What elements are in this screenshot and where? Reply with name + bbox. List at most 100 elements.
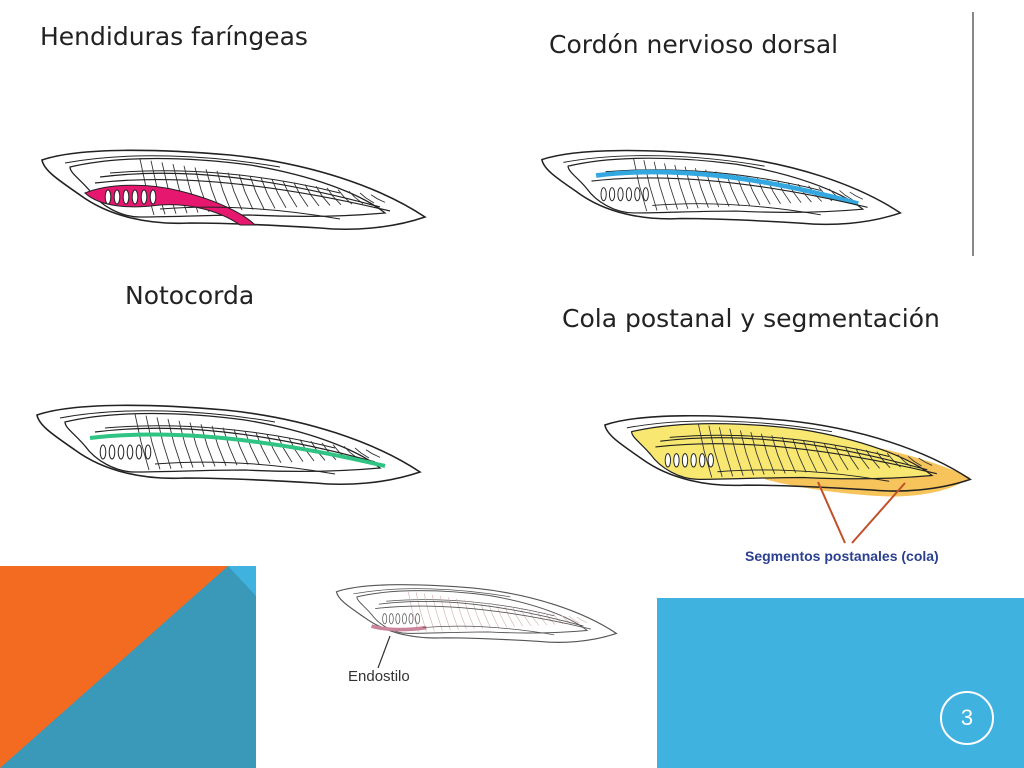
- myomere-segment: [365, 449, 381, 458]
- gill-slit: [140, 189, 148, 205]
- myomere-segment: [145, 415, 161, 470]
- myomere-segment: [233, 429, 249, 465]
- gill-slit: [402, 613, 407, 625]
- myomere-segment: [415, 592, 427, 632]
- myomere-segment: [544, 611, 556, 625]
- gill-slit: [395, 613, 401, 625]
- myomere-segment: [876, 451, 891, 469]
- myomere-segment: [907, 456, 922, 467]
- gill-slit: [617, 187, 624, 202]
- myomere-segment: [244, 430, 260, 465]
- gill-slit: [99, 444, 107, 460]
- deco-blue-light-sliver: [228, 566, 256, 596]
- myomere-segment: [865, 449, 880, 469]
- myomere-segment: [423, 593, 435, 632]
- myomere-segment: [359, 192, 375, 204]
- myomere-segment: [407, 590, 419, 633]
- gill-slit: [131, 189, 139, 205]
- myomere-segment: [568, 615, 580, 624]
- gill-slit: [382, 613, 388, 625]
- gill-slit: [117, 444, 125, 460]
- myomere-segment: [496, 604, 508, 628]
- myomere-segment: [536, 610, 548, 626]
- dorsal-ray-line: [669, 434, 890, 457]
- myomere-segment: [760, 433, 776, 475]
- myomere-segment: [370, 194, 386, 203]
- gill-slit: [113, 189, 121, 205]
- myomere-segment: [633, 158, 648, 212]
- figure-pharyngeal-slits: [41, 149, 427, 231]
- myomere-segment: [266, 434, 282, 464]
- myomere-segment: [455, 598, 467, 630]
- myomere-segment: [855, 448, 870, 470]
- myomere-segment: [813, 441, 828, 472]
- myomere-segment: [849, 191, 864, 200]
- myomere-segment: [354, 447, 370, 459]
- myomere-segment: [321, 442, 337, 461]
- gut-line: [154, 461, 336, 475]
- gill-slit: [408, 613, 414, 625]
- myomere-segment: [216, 170, 232, 211]
- myomere-segment: [718, 427, 734, 477]
- gill-slit: [600, 187, 607, 202]
- gill-slit: [642, 187, 649, 202]
- myomere-segment: [315, 185, 331, 206]
- nerve-cord: [378, 601, 584, 627]
- dorsal-fin-line: [59, 410, 276, 423]
- page-number-badge: 3: [940, 691, 994, 745]
- gill-slit: [707, 453, 714, 468]
- gill-slit: [690, 453, 697, 468]
- myomere-segment: [472, 600, 483, 629]
- myomere-segment: [431, 594, 443, 631]
- endostyle-highlight: [371, 624, 427, 632]
- dorsal-ray-line: [605, 169, 821, 191]
- myomere-segment: [260, 177, 276, 209]
- myomere-segment: [729, 428, 744, 476]
- gill-slit: [664, 453, 672, 468]
- myomere-segment: [156, 417, 172, 469]
- dorsal-ray-line: [104, 425, 336, 449]
- dorsal-ray-line: [109, 170, 341, 194]
- notochord: [591, 177, 868, 208]
- gut-line: [422, 625, 555, 636]
- figure-dorsal-nerve-cord: [541, 149, 902, 226]
- dorsal-fin-line: [563, 155, 765, 167]
- myomere-segment: [528, 609, 540, 626]
- gill-slit: [625, 187, 632, 202]
- title-postanal-tail: Cola postanal y segmentación: [562, 304, 940, 333]
- notochord: [94, 178, 391, 212]
- gill-slit: [104, 189, 112, 205]
- title-notochord: Notocorda: [125, 281, 255, 310]
- body-inner-outline: [630, 422, 934, 480]
- myomere-segment: [918, 457, 933, 466]
- gill-slit: [126, 444, 134, 460]
- myomere-segment: [326, 187, 342, 206]
- body-inner-outline: [567, 157, 865, 214]
- myomere-segment: [771, 435, 786, 474]
- gill-slit: [108, 444, 116, 460]
- notochord: [89, 432, 386, 468]
- figure-postanal-tail: [604, 415, 972, 497]
- myomere-segment: [255, 432, 271, 464]
- gill-slit: [415, 613, 420, 625]
- myomere-segment: [134, 413, 150, 471]
- nerve-cord: [99, 172, 381, 208]
- myomere-segment: [576, 616, 588, 624]
- title-dorsal-nerve-cord: Cordón nervioso dorsal: [549, 30, 839, 59]
- title-pharyngeal-slits: Hendiduras faríngeas: [40, 22, 308, 51]
- myomere-segment: [167, 418, 183, 469]
- deco-orange-triangle: [0, 566, 228, 768]
- dorsal-ray-line: [386, 599, 555, 617]
- notochord: [655, 443, 937, 475]
- myomere-segment: [222, 427, 238, 466]
- myomere-segment: [643, 160, 658, 211]
- body-inner-outline: [64, 412, 382, 473]
- myomere-segment: [464, 599, 475, 629]
- segments-label: Segmentos postanales (cola): [745, 548, 939, 564]
- gill-slit: [122, 189, 130, 205]
- myomere-segment: [823, 443, 839, 471]
- nerve-cord: [660, 437, 928, 471]
- myomere-segment: [504, 605, 516, 627]
- dorsal-fin-line: [353, 588, 511, 598]
